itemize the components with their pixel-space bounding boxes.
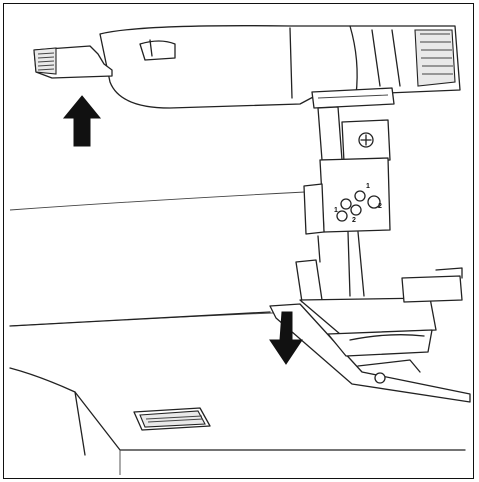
needle-label-3: 1 <box>334 207 338 214</box>
presser-foot <box>269 267 471 403</box>
needle-assembly: 1 2 1 2 <box>295 87 395 303</box>
needle-label-4: 2 <box>352 217 356 224</box>
lower-arrow-icon <box>269 311 303 365</box>
background-lines <box>9 191 306 327</box>
lift-arrow-icon <box>62 95 102 147</box>
needle-label-1: 1 <box>366 183 370 190</box>
needle-label-2: 2 <box>378 203 382 210</box>
diagram-frame <box>3 3 474 479</box>
presser-lever <box>33 45 113 79</box>
machine-bed <box>9 311 466 475</box>
bed-slot <box>133 407 211 431</box>
machine-head <box>99 25 461 109</box>
